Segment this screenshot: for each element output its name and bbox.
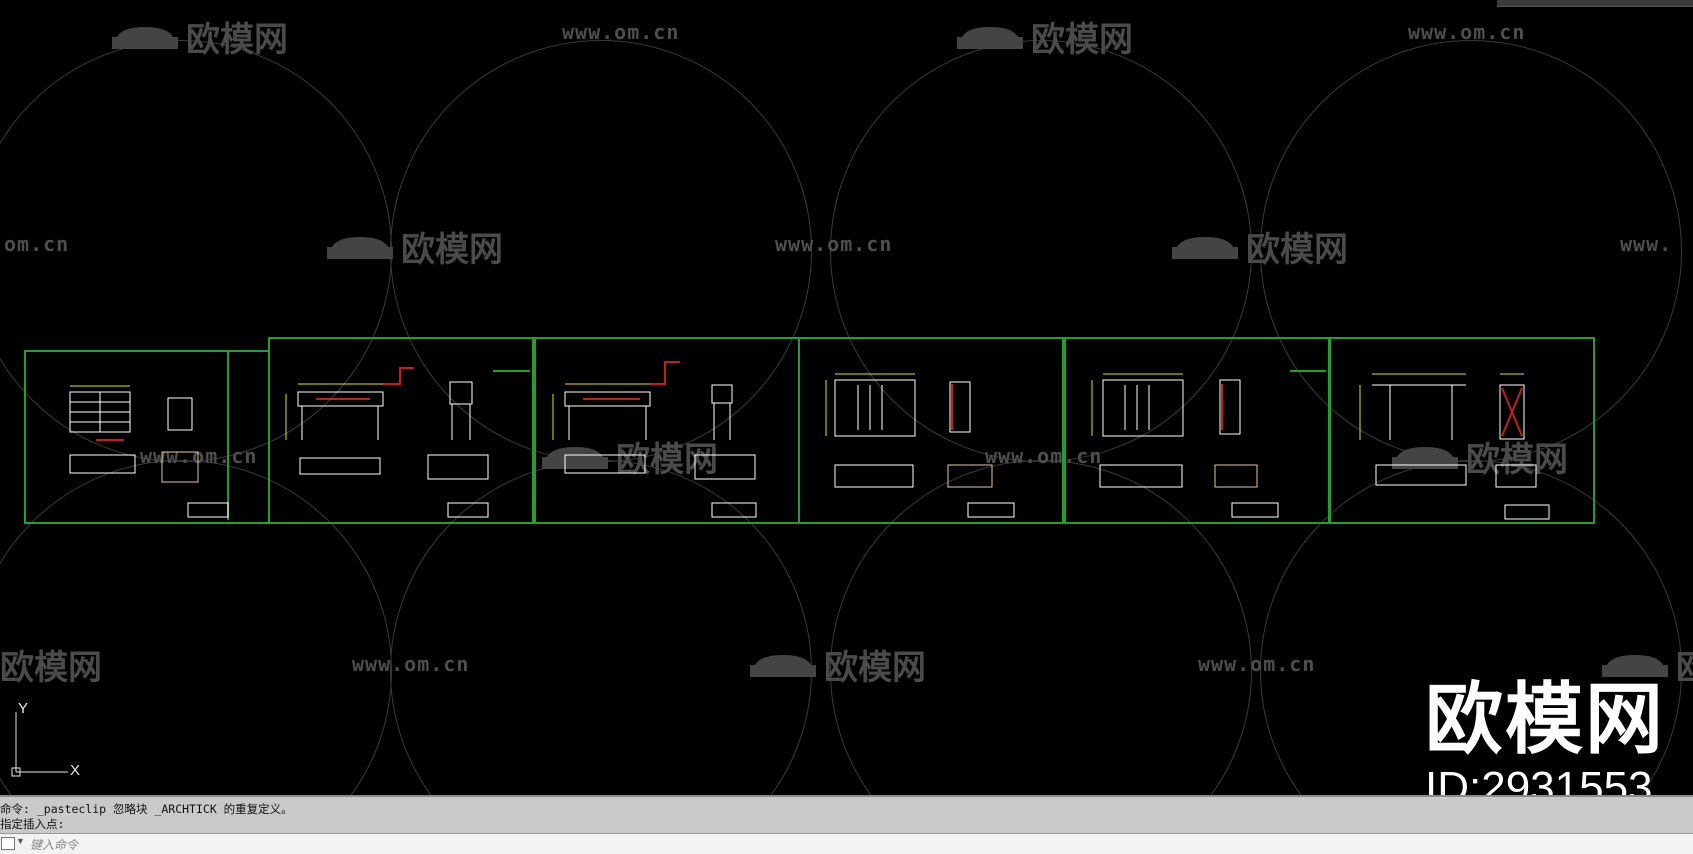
command-history: 命令: _pasteclip 忽略块 _ARCHTICK 的重复定义。 指定插入… (0, 795, 1693, 835)
command-prompt-icon[interactable] (1, 837, 15, 850)
model-space-viewport[interactable]: 欧模网 欧模网 欧模网 欧模网 欧模网 欧模网 欧模网 欧模网 欧 www.om… (0, 0, 1693, 795)
watermark-logo-text: 欧模网 (824, 648, 926, 688)
watermark-logo: 欧模网 (0, 640, 102, 689)
drawing-sheet-2[interactable] (268, 337, 534, 524)
command-input-bar[interactable]: ▼ 键入命令 (0, 833, 1693, 854)
sofa-logo-icon (1392, 446, 1458, 469)
cad-linework (69, 352, 1550, 520)
watermark-logo-text: 欧模网 (401, 230, 503, 270)
watermark-url: www.om.cn (1408, 20, 1526, 44)
watermark-logo: 欧模网 (955, 12, 1133, 61)
watermark-logo: 欧模网 (110, 12, 288, 61)
watermark-logo: 欧 (1600, 640, 1693, 689)
ucs-y-label: Y (18, 700, 29, 717)
sofa-logo-icon (542, 446, 608, 469)
watermark-url: www.om.cn (352, 652, 470, 676)
watermark-url: www.om.cn (1198, 652, 1316, 676)
watermark-logo: 欧模网 (748, 640, 926, 689)
watermark-logo-text: 欧 (1676, 640, 1693, 689)
command-history-line: 命令: _pasteclip 忽略块 _ARCHTICK 的重复定义。 (0, 802, 293, 816)
watermark-logo: 欧模网 (1170, 222, 1348, 271)
drawing-sheet-4[interactable] (798, 337, 1064, 524)
watermark-logo-text: 欧模网 (1466, 440, 1568, 480)
sofa-logo-icon (957, 26, 1023, 49)
command-history-line: 指定插入点: (0, 817, 65, 831)
watermark-url: www. (1620, 232, 1673, 256)
watermark-url: www.om.cn (775, 232, 893, 256)
watermark-logo-text: 欧模网 (0, 648, 102, 688)
watermark-url: www.om.cn (985, 444, 1103, 468)
command-input[interactable]: 键入命令 (30, 838, 79, 852)
sofa-logo-icon (112, 26, 178, 49)
ucs-axis-icon: Y X (10, 700, 100, 780)
sofa-logo-icon (327, 236, 393, 259)
sofa-logo-icon (1172, 236, 1238, 259)
watermark-logo: 欧模网 (325, 222, 503, 271)
brand-overlay: 欧模网 ID:2931553 (1425, 680, 1665, 795)
watermark-logo-text: 欧模网 (1031, 20, 1133, 60)
watermark-logo-text: 欧模网 (1246, 230, 1348, 270)
watermark-logo: 欧模网 (1390, 432, 1568, 481)
sofa-logo-icon (750, 654, 816, 677)
watermark-logo-text: 欧模网 (186, 20, 288, 60)
watermark-url: om.cn (4, 232, 70, 256)
sofa-logo-icon (1602, 654, 1668, 677)
brand-name: 欧模网 (1425, 675, 1666, 763)
drawing-sheet-6[interactable] (1329, 337, 1595, 524)
ucs-x-label: X (70, 762, 81, 779)
dropdown-arrow-icon[interactable]: ▼ (16, 836, 25, 846)
ribbon-edge (1497, 0, 1693, 7)
brand-id: ID:2931553 (1425, 763, 1653, 796)
watermark-url: www.om.cn (562, 20, 680, 44)
